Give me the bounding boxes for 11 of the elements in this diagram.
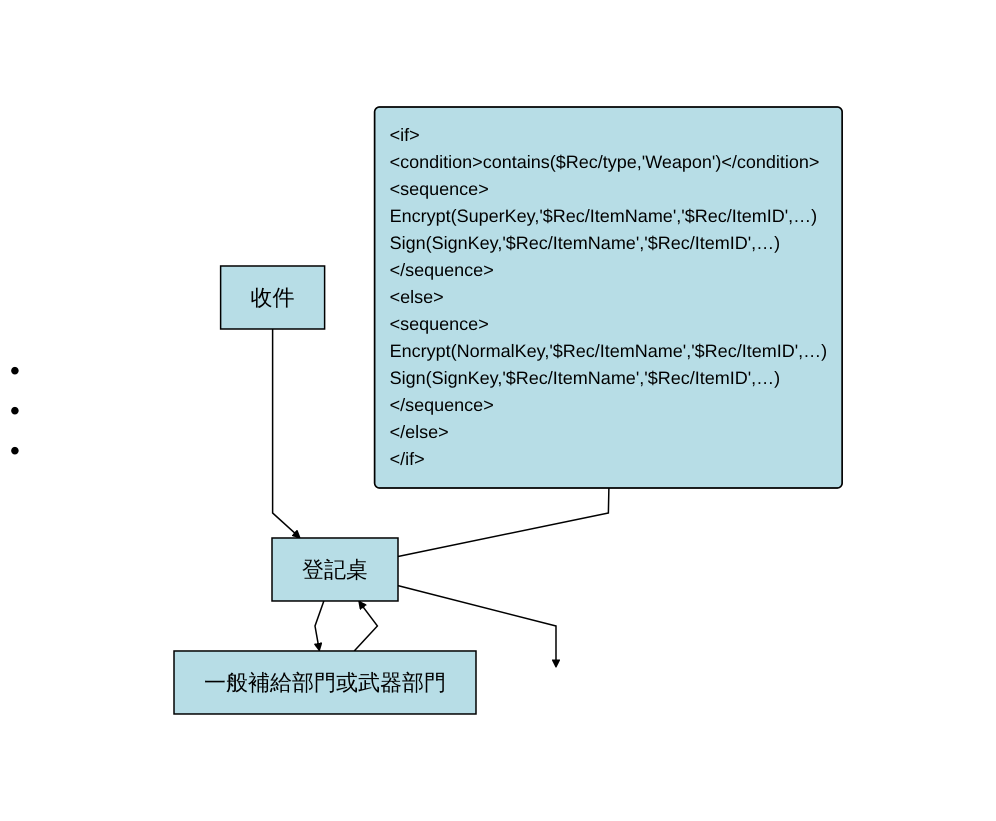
node-box: 一般補給部門或武器部門 [173, 650, 477, 715]
ellipsis-dot: • [10, 434, 20, 466]
arrow [272, 329, 300, 538]
node-box: 登記桌 [271, 537, 399, 602]
connector [398, 488, 610, 558]
arrow [353, 600, 378, 652]
arrow [398, 584, 560, 668]
node-box: 收件 [220, 265, 326, 330]
ellipsis-dot: • [10, 354, 20, 386]
ellipsis-dot: • [10, 394, 20, 426]
arrow [314, 600, 324, 652]
